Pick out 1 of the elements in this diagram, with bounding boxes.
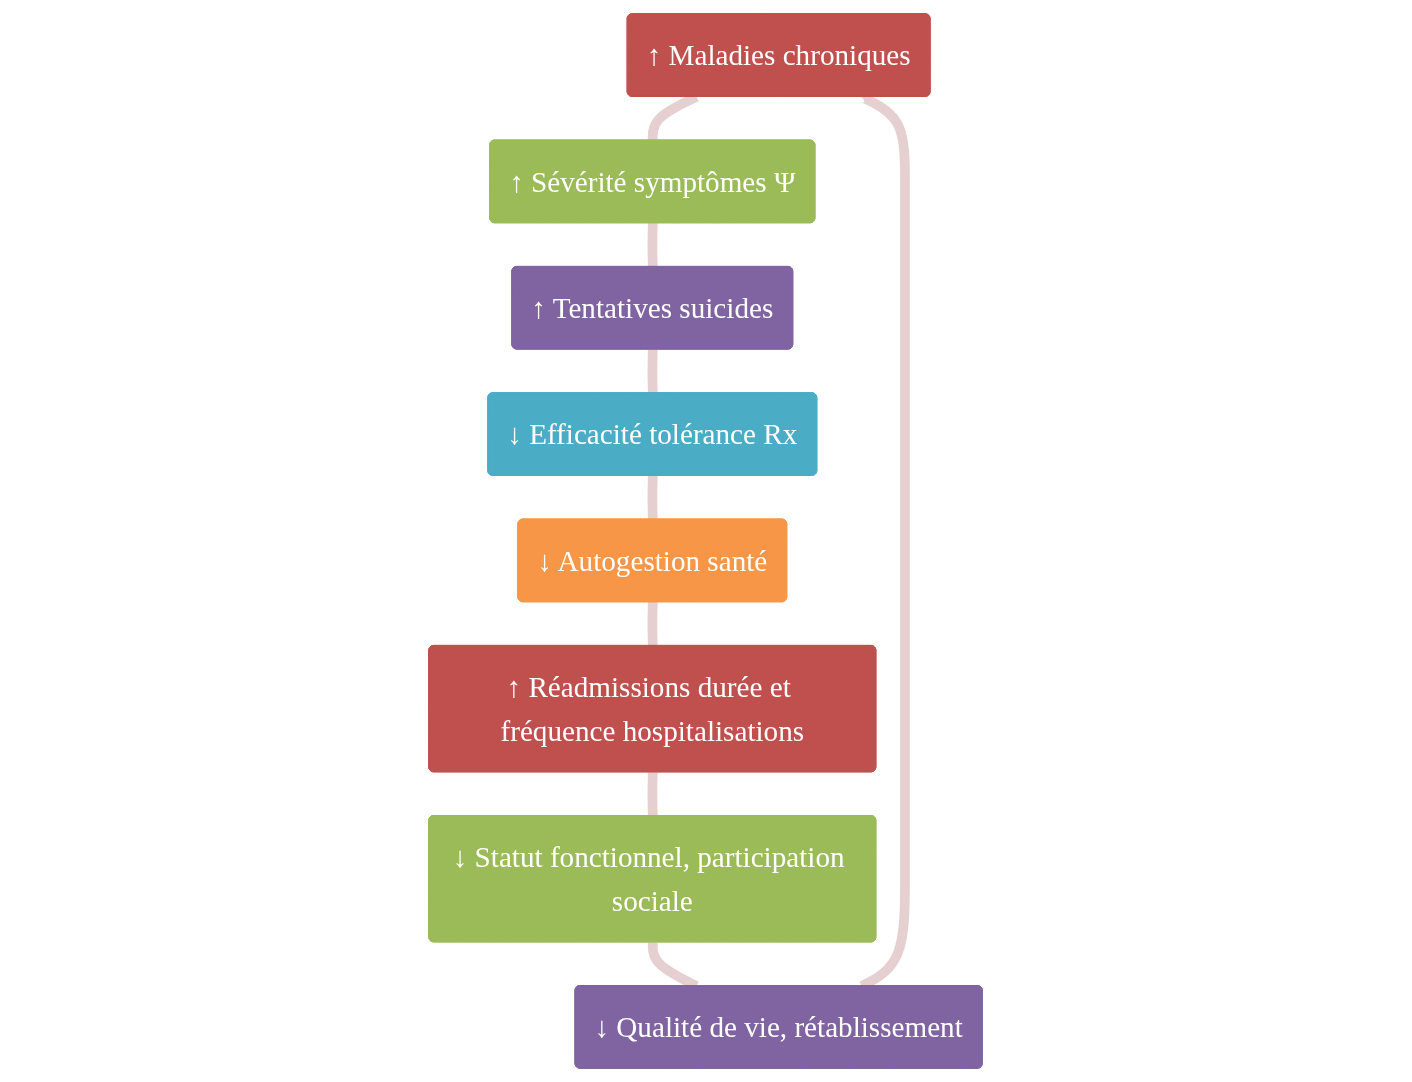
connector	[648, 474, 659, 521]
